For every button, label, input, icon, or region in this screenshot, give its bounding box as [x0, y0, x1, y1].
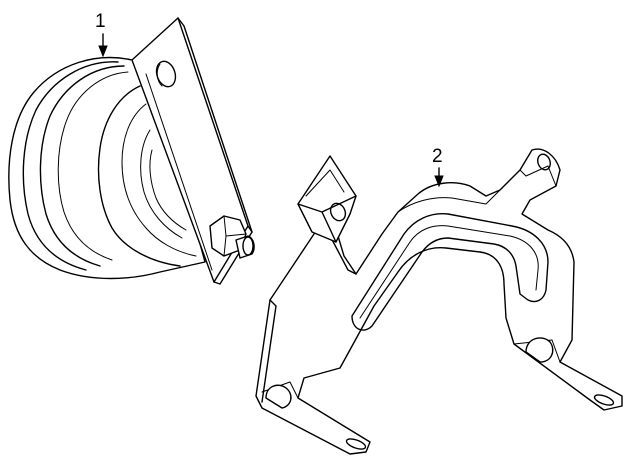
horn-cone-step: [140, 129, 183, 239]
bracket-weld-nut-hole: [329, 202, 347, 222]
horn-cone: [97, 85, 181, 267]
horn-terminal-stud: [235, 235, 255, 259]
bracket-top-tab-edge: [519, 165, 557, 187]
horn-rim-ring-3: [57, 71, 129, 261]
horn-plate-edge: [177, 17, 253, 233]
bracket-left-edge: [261, 299, 277, 403]
horn-stud-tip: [242, 236, 254, 256]
horn-part-1: [8, 17, 255, 285]
horn-rim-ring-2: [39, 65, 125, 267]
bracket-left-foot-slot: [345, 438, 367, 450]
bracket-body: [255, 148, 623, 455]
horn-mounting-hole-depth: [156, 63, 163, 87]
bracket-part-2: [255, 148, 623, 455]
bracket-top-tab-hole: [537, 153, 551, 171]
callout-leader-2: [434, 167, 444, 188]
callout-label-2: 2: [432, 146, 443, 167]
bracket-rib-inner: [359, 225, 539, 319]
callout-label-1: 1: [95, 11, 106, 32]
bracket-weld-nut: [297, 155, 357, 243]
bracket-weld-nut-face: [297, 195, 357, 243]
bracket-rib-outer: [351, 213, 549, 331]
callout-leader-1: [98, 33, 108, 58]
horn-cone-step-2: [149, 149, 187, 231]
bracket-bend-right: [513, 339, 561, 363]
horn-cone-inner: [121, 103, 197, 257]
horn-nut-face: [223, 215, 247, 257]
horn-plate-crease: [145, 73, 213, 271]
bracket-right-foot-dimple: [525, 337, 554, 363]
bracket-right-foot-slot: [593, 394, 615, 406]
horn-rim-ring-1: [22, 61, 119, 271]
bracket-left-foot-dimple: [265, 384, 292, 409]
bracket-weld-nut-top: [305, 169, 345, 197]
bracket-bend-upper: [397, 189, 501, 213]
